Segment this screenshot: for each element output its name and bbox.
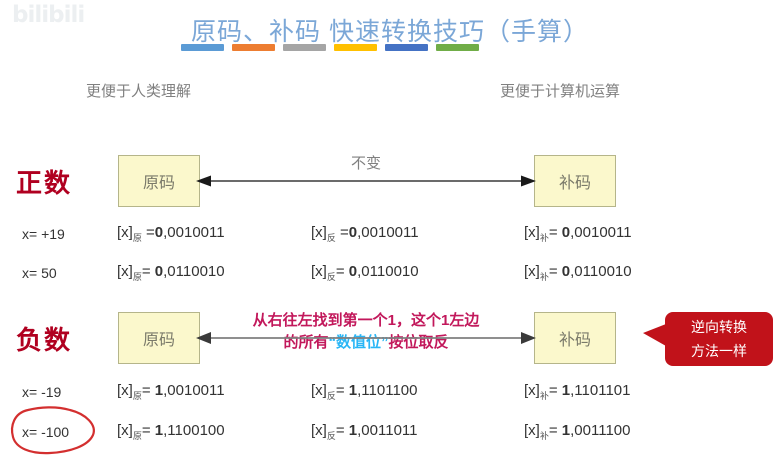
bar-orange <box>232 44 275 51</box>
bar-darkblue <box>385 44 428 51</box>
bar-yellow <box>334 44 377 51</box>
expr-complement: [x]补= 0,0010011 <box>524 224 632 243</box>
box-negative-complement: 补码 <box>534 312 616 364</box>
expr-original: [x]原 =0,0010011 <box>117 224 225 243</box>
expr-original: [x]原= 1,0010011 <box>117 382 225 401</box>
group-label-positive: 正数 <box>16 168 73 198</box>
x-label: x= +19 <box>22 226 65 242</box>
callout-line-1: 逆向转换 <box>691 319 747 335</box>
box-positive-original: 原码 <box>118 155 200 207</box>
expr-inverse: [x]反= 0,0110010 <box>311 263 419 282</box>
x-label-circled: x= -100 <box>22 424 70 440</box>
x-label: x= -19 <box>22 384 62 400</box>
caption-human-readable: 更便于人类理解 <box>86 83 192 100</box>
arrow-label-positive: 不变 <box>350 155 381 172</box>
bar-lightblue <box>181 44 224 51</box>
expr-complement: [x]补= 1,0011100 <box>524 422 631 441</box>
page-title: 原码、补码 快速转换技巧（手算） <box>191 18 589 46</box>
arrow-label-negative-line1: 从右往左找到第一个1，这个1左边 <box>252 312 480 329</box>
box-positive-complement: 补码 <box>534 155 616 207</box>
bilibili-watermark: bilibili <box>12 2 85 28</box>
accent-bar-group <box>181 44 479 52</box>
bar-gray <box>283 44 326 51</box>
callout-tail-icon <box>643 324 666 346</box>
arrow-positive <box>196 168 536 194</box>
expr-original: [x]原= 1,1100100 <box>117 422 225 441</box>
box-negative-original: 原码 <box>118 312 200 364</box>
arrow-negative <box>196 325 536 351</box>
bar-green <box>436 44 479 51</box>
expr-complement: [x]补= 1,1101101 <box>524 382 631 401</box>
expr-inverse: [x]反= 1,1101100 <box>311 382 418 401</box>
callout-line-2: 方法一样 <box>691 343 747 359</box>
x-label: x= 50 <box>22 265 57 281</box>
expr-inverse: [x]反 =0,0010011 <box>311 224 419 243</box>
expr-inverse: [x]反= 1,0011011 <box>311 422 418 441</box>
group-label-negative: 负数 <box>16 325 73 355</box>
expr-complement: [x]补= 0,0110010 <box>524 263 632 282</box>
expr-original: [x]原= 0,0110010 <box>117 263 225 282</box>
callout-reverse-conversion: 逆向转换 方法一样 <box>643 312 773 366</box>
caption-machine-readable: 更便于计算机运算 <box>500 83 621 100</box>
